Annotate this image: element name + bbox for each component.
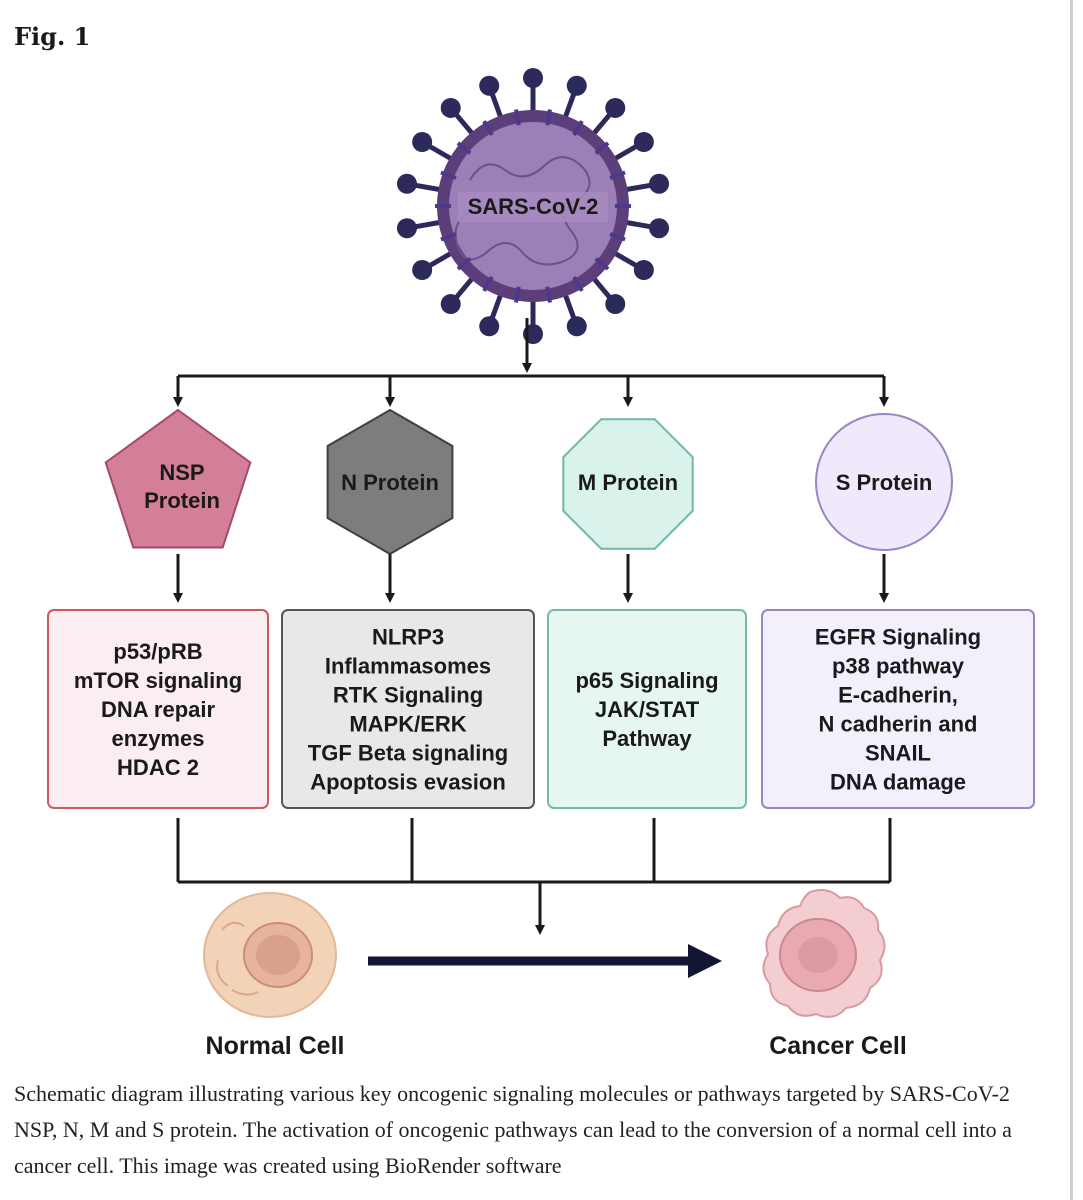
- virus-spike-head: [479, 316, 500, 337]
- virus-membrane-protein: [514, 109, 521, 126]
- pathway-item: p38 pathway: [832, 654, 965, 679]
- pathway-item: DNA damage: [830, 770, 966, 795]
- pathway-item: p65 Signaling: [575, 668, 718, 693]
- s-protein-circle: [815, 413, 953, 551]
- virus-spike-head: [649, 173, 670, 194]
- protein-label: S Protein: [836, 470, 933, 495]
- virus-spike-head: [412, 132, 433, 152]
- nsp-protein-pentagon: [104, 408, 252, 549]
- virus-spike-head: [479, 75, 500, 96]
- virus-spike-head: [412, 260, 433, 280]
- pathway-box: [47, 609, 269, 809]
- virus-spikes: [396, 68, 670, 344]
- protein-label: Protein: [144, 488, 220, 513]
- virus-spike-head: [605, 97, 626, 118]
- virus-membrane-protein: [609, 232, 626, 242]
- virus-spike-head: [605, 294, 626, 315]
- virus-spike-head: [566, 316, 587, 337]
- pathway-item: N cadherin and: [819, 712, 978, 737]
- figure-label: Fig. 1: [14, 22, 91, 51]
- membrane-proteins: [435, 109, 631, 303]
- pathway-item: Apoptosis evasion: [310, 770, 506, 795]
- virus-membrane-protein: [545, 286, 552, 303]
- pathway-item: TGF Beta signaling: [308, 741, 508, 766]
- virus-membrane-protein: [594, 141, 610, 155]
- virus-membrane-protein: [456, 141, 472, 155]
- pathway-item: Pathway: [602, 726, 692, 751]
- normal-cell-nucleolus: [256, 935, 300, 975]
- pathway-item: JAK/STAT: [595, 697, 700, 722]
- pathway-box: [761, 609, 1035, 809]
- pathway-item: HDAC 2: [117, 755, 199, 780]
- virus-spike-head: [440, 294, 461, 315]
- cancer-cell-nucleolus: [798, 937, 838, 973]
- virus-membrane-protein: [572, 276, 584, 292]
- transformation-arrowhead: [688, 944, 722, 978]
- pathway-box: [547, 609, 747, 809]
- pathway-item: RTK Signaling: [333, 683, 483, 708]
- figure-caption: Schematic diagram illustrating various k…: [14, 1081, 1012, 1178]
- cancer-cell: [762, 889, 886, 1018]
- oncogenic-pathway-diagram: SARS-CoV-2 NSP Protein p53/pRB mTOR signali…: [47, 68, 1035, 1060]
- pathway-item: Inflammasomes: [325, 654, 491, 679]
- pathway-item: DNA repair: [101, 697, 216, 722]
- virus-spike-head: [440, 97, 461, 118]
- virus-spike-head: [633, 260, 654, 280]
- virus-spike-head: [523, 68, 543, 88]
- pathway-box: [281, 609, 535, 809]
- pathway-item: p53/pRB: [113, 639, 202, 664]
- virus-membrane-protein: [545, 109, 552, 126]
- virus-label-backdrop: [458, 192, 608, 222]
- virus-membrane-protein: [456, 257, 472, 271]
- virus-label: SARS-CoV-2: [468, 194, 599, 219]
- virus-rna-strand: [454, 156, 591, 266]
- pathway-item: EGFR Signaling: [815, 625, 981, 650]
- protein-label: NSP: [159, 460, 204, 485]
- virus-membrane-protein: [609, 170, 626, 180]
- virus-membrane-protein: [440, 232, 457, 242]
- protein-label: N Protein: [341, 470, 439, 495]
- pathway-item: SNAIL: [865, 741, 931, 766]
- pathway-item: E-cadherin,: [838, 683, 958, 708]
- virus-membrane-protein: [440, 170, 457, 180]
- sars-cov-2-virus: SARS-CoV-2: [396, 68, 670, 344]
- virus-spike-head: [396, 218, 417, 239]
- virus-membrane-protein: [514, 286, 521, 303]
- pathway-item: MAPK/ERK: [349, 712, 466, 737]
- m-protein-octagon: [562, 418, 694, 550]
- virus-spike-head: [649, 218, 670, 239]
- virus-membrane-protein: [482, 276, 494, 292]
- pathway-item: enzymes: [112, 726, 205, 751]
- pathway-item: NLRP3: [372, 625, 444, 650]
- cancer-cell-label: Cancer Cell: [769, 1032, 907, 1060]
- virus-spike-head: [396, 173, 417, 194]
- normal-cell-organelles: [216, 921, 259, 996]
- virus-membrane-protein: [572, 120, 584, 136]
- virus-membrane-protein: [594, 257, 610, 271]
- virus-spike-head: [566, 75, 587, 96]
- virus-membrane-protein: [482, 120, 494, 136]
- normal-cell: [203, 892, 337, 1018]
- convergence-lines: [176, 818, 892, 882]
- pathway-item: mTOR signaling: [74, 668, 242, 693]
- normal-cell-label: Normal Cell: [206, 1032, 345, 1060]
- virus-spike-head: [633, 132, 654, 152]
- protein-label: M Protein: [578, 470, 678, 495]
